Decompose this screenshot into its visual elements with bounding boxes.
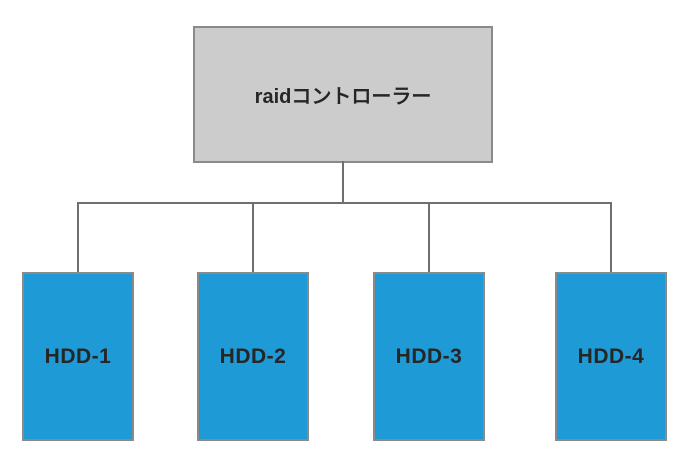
hdd-node-2: HDD-2 bbox=[197, 272, 309, 441]
hdd-label-4: HDD-4 bbox=[577, 344, 645, 368]
raid-controller-label: raidコントローラー bbox=[254, 86, 432, 108]
hdd-label-3: HDD-3 bbox=[395, 344, 463, 368]
hdd-node-3: HDD-3 bbox=[373, 272, 485, 441]
hdd-label-2: HDD-2 bbox=[219, 344, 287, 368]
connector-drop-1 bbox=[77, 202, 79, 272]
connector-bus bbox=[77, 202, 612, 204]
hdd-node-4: HDD-4 bbox=[555, 272, 667, 441]
connector-drop-3 bbox=[428, 202, 430, 272]
connector-drop-4 bbox=[610, 202, 612, 272]
connector-drop-2 bbox=[252, 202, 254, 272]
hdd-label-1: HDD-1 bbox=[44, 344, 112, 368]
raid-controller-node: raidコントローラー bbox=[193, 26, 493, 163]
hdd-node-1: HDD-1 bbox=[22, 272, 134, 441]
connector-stem bbox=[342, 161, 344, 203]
